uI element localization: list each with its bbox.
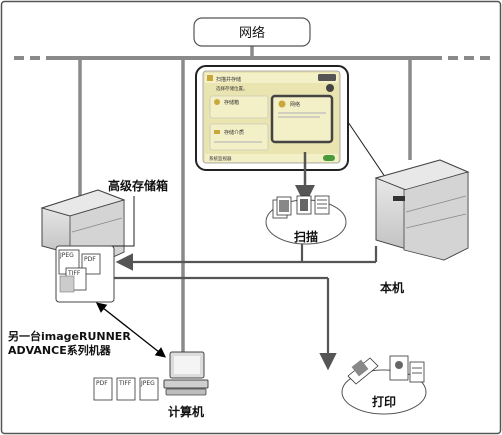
print-node: 打印: [341, 355, 427, 415]
network-node: 网络: [193, 17, 311, 47]
option-3-label: 存储介质: [224, 129, 244, 136]
scanned-docs-icon: [272, 195, 330, 219]
advanced-box-label: 高级存储箱: [108, 178, 168, 193]
touch-panel: 扫描并存储 选择存储位置。 存储箱 网络 存储介质 系统监视器: [195, 65, 349, 171]
pc-file-label-2: TIFF: [118, 380, 132, 387]
file-label-1: JPEG: [59, 252, 74, 259]
computer-node: 计算机: [163, 351, 209, 419]
print-label: 打印: [372, 394, 396, 409]
panel-close-button[interactable]: [318, 74, 336, 81]
option-mailbox[interactable]: [209, 95, 269, 119]
option-memory-media[interactable]: [209, 123, 269, 151]
keyboard-icon: [163, 379, 209, 389]
box-computer-arrow: [95, 302, 167, 358]
scan-node: 扫描: [265, 195, 347, 245]
option-2-label: 网络: [290, 101, 300, 108]
network-label: 网络: [239, 25, 265, 41]
option-network[interactable]: [270, 94, 334, 144]
network-icon: [278, 100, 286, 108]
status-ok-icon: [323, 155, 335, 161]
option-1-label: 存储箱: [224, 99, 239, 106]
scan-store-icon: [207, 75, 213, 81]
pc-file-label-1: PDF: [96, 380, 108, 387]
this-machine-label: 本机: [380, 280, 404, 295]
screen-subtitle: 选择存储位置。: [216, 85, 248, 92]
mailbox-icon: [214, 99, 220, 105]
advanced-box-files: JPEG PDF TIFF: [55, 245, 115, 303]
printed-docs-icon: [347, 355, 425, 385]
file-label-3: TIFF: [67, 270, 81, 277]
pc-file-icons: PDF TIFF JPEG: [93, 377, 159, 401]
help-icon[interactable]: [326, 84, 334, 92]
other-device-label-line2: ADVANCE系列机器: [8, 343, 112, 357]
file-label-2: PDF: [84, 256, 96, 263]
advanced-box-leader: [108, 196, 135, 247]
other-device-label-line1: 另一台imageRUNNER: [8, 329, 131, 343]
this-machine: 本机: [374, 159, 470, 295]
scan-label: 扫描: [294, 229, 318, 244]
status-text: 系统监视器: [209, 155, 232, 162]
pc-file-label-3: JPEG: [140, 380, 155, 387]
computer-label: 计算机: [168, 404, 204, 419]
screen-title: 扫描并存储: [216, 76, 241, 83]
network-bar: [14, 35, 495, 355]
memory-media-icon: [214, 130, 220, 134]
control-panel-icon: [393, 196, 405, 201]
